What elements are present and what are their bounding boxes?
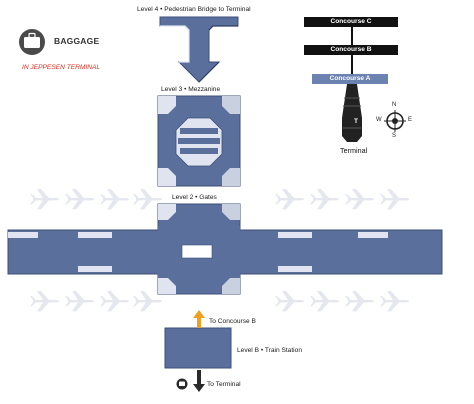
to-terminal-label: To Terminal [207,381,241,388]
terminal-marker: T [354,118,359,125]
level2-gates [7,203,443,295]
badge-title: BAGGAGE [54,36,100,46]
compass-west: W [376,117,382,123]
level2-label: Level 2 • Gates [172,194,217,201]
level4-bridge [159,16,239,83]
concourse-c-label: Concourse C [330,18,372,25]
concourse-a-label: Concourse A [329,75,371,82]
compass-south: S [392,133,397,139]
badge-subtitle: IN JEPPESEN TERMINAL [22,64,101,71]
compass-icon [384,110,406,132]
levelB-train-station [164,310,232,392]
compass-east: E [408,117,413,123]
compass-north: N [392,102,397,108]
terminal-label: Terminal [340,146,368,155]
to-concourse-label: To Concourse B [209,318,256,325]
level4-label: Level 4 • Pedestrian Bridge to Terminal [137,6,251,13]
arrow-up-icon [193,310,205,328]
levelB-label: Level B • Train Station [237,347,302,354]
key-map [304,17,406,142]
concourse-b-label: Concourse B [330,46,372,53]
arrow-down-icon [193,370,205,392]
level3-label: Level 3 • Mezzanine [161,86,221,93]
luggage-icon [19,29,45,55]
level3-mezzanine [157,95,241,187]
